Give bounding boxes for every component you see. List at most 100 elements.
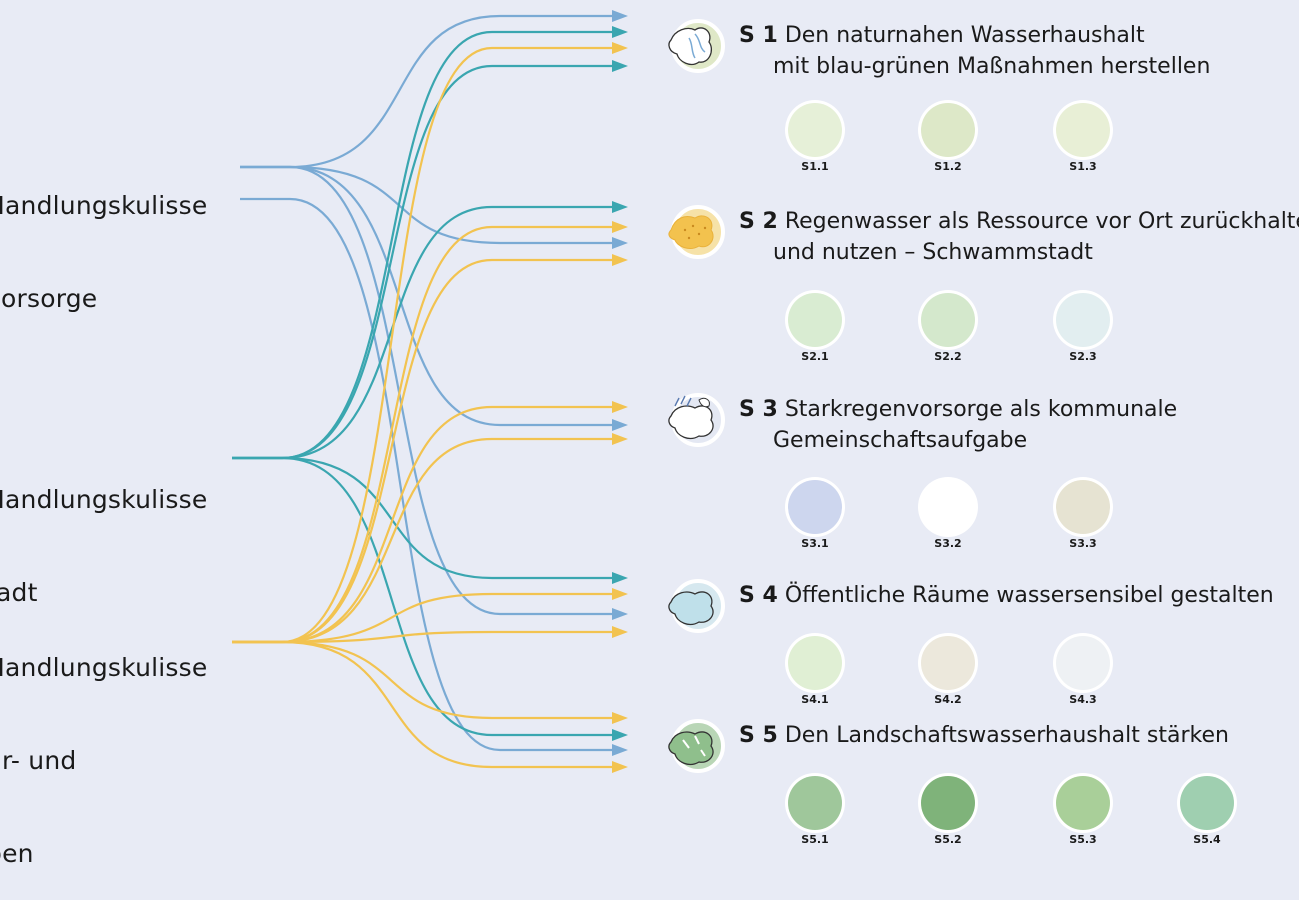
strategy-title-text: Starkregenvorsorge als kommunale	[784, 397, 1178, 422]
flow-line-yellow	[232, 630, 614, 644]
flow-line-yellow	[232, 225, 614, 644]
measure-label: S3.3	[1069, 537, 1097, 550]
measure-s1-1: S1.1	[785, 103, 845, 173]
strategy-code: S 1	[739, 23, 778, 48]
measure-label: S5.1	[801, 833, 829, 846]
flow-line-blue	[240, 197, 614, 752]
flow-line-blue	[240, 14, 614, 169]
flow-arrowhead	[612, 744, 628, 756]
measure-illustration-icon	[1056, 103, 1110, 157]
measure-s2-3: S2.3	[1053, 293, 1113, 363]
flow-line-yellow	[232, 437, 614, 644]
public-space-map-icon	[668, 579, 725, 633]
flow-arrowhead	[612, 729, 628, 741]
measure-s5-3: S5.3	[1053, 776, 1113, 846]
left-label-line2: tadt	[0, 578, 38, 607]
flow-line-blue	[240, 165, 614, 245]
flow-line-yellow	[232, 258, 614, 644]
flow-arrowhead	[612, 26, 628, 38]
measure-s5-1: S5.1	[785, 776, 845, 846]
flow-line-yellow	[232, 46, 614, 644]
strategy-code: S 4	[739, 583, 778, 608]
measure-s4-3: S4.3	[1053, 636, 1113, 706]
left-label-natur: Handlungskulisse ur- und ben	[0, 590, 207, 900]
measure-label: S2.3	[1069, 350, 1097, 363]
measure-illustration-icon	[1180, 776, 1234, 830]
strategy-title-line2: mit blau-grünen Maßnahmen herstellen	[773, 54, 1211, 79]
flow-arrowhead	[612, 572, 628, 584]
flow-line-yellow	[232, 405, 614, 644]
flow-arrowhead	[612, 201, 628, 213]
measure-label: S1.2	[934, 160, 962, 173]
measure-s1-2: S1.2	[918, 103, 978, 173]
measure-label: S4.2	[934, 693, 962, 706]
measure-label: S1.3	[1069, 160, 1097, 173]
flow-line-blue	[240, 165, 614, 427]
flow-arrowhead	[612, 60, 628, 72]
measure-s2-2: S2.2	[918, 293, 978, 363]
measure-s5-2: S5.2	[918, 776, 978, 846]
strategy-title-text: Den Landschaftswasserhaushalt stärken	[784, 723, 1229, 748]
strategy-title: S 4 Öffentliche Räume wassersensibel ges…	[739, 580, 1274, 611]
measure-label: S5.4	[1193, 833, 1221, 846]
measure-label: S1.1	[801, 160, 829, 173]
measure-label: S5.3	[1069, 833, 1097, 846]
strategy-title-line2: Gemeinschaftsaufgabe	[773, 428, 1028, 453]
strategy-title-text: Regenwasser als Ressource vor Ort zurück…	[784, 209, 1299, 234]
flow-arrowhead	[612, 221, 628, 233]
flow-arrowhead	[612, 588, 628, 600]
measure-s4-2: S4.2	[918, 636, 978, 706]
measure-s4-1: S4.1	[785, 636, 845, 706]
flow-arrowhead	[612, 237, 628, 249]
measure-illustration-icon	[788, 480, 842, 534]
flow-line-yellow	[232, 640, 614, 720]
left-label-line1: Handlungskulisse	[0, 485, 208, 514]
flow-arrowhead	[612, 401, 628, 413]
flow-line-teal	[232, 30, 614, 460]
strategy-title: S 5 Den Landschaftswasserhaushalt stärke…	[739, 720, 1229, 751]
measure-s1-3: S1.3	[1053, 103, 1113, 173]
flow-arrowhead	[612, 433, 628, 445]
measure-illustration-icon	[788, 776, 842, 830]
strategy-code: S 5	[739, 723, 778, 748]
measure-illustration-icon	[921, 103, 975, 157]
measure-s3-1: S3.1	[785, 480, 845, 550]
strategy-code: S 3	[739, 397, 778, 422]
left-label-stadt: Handlungskulisse tadt	[0, 422, 207, 639]
measure-illustration-icon	[921, 776, 975, 830]
measure-s5-4: S5.4	[1177, 776, 1237, 846]
strategy-title-text: Den naturnahen Wasserhaushalt	[784, 23, 1145, 48]
flow-arrowhead	[612, 626, 628, 638]
strategy-title: S 3 Starkregenvorsorge als kommunale	[739, 394, 1177, 425]
flow-arrowhead	[612, 761, 628, 773]
left-label-line2: vorsorge	[0, 284, 98, 313]
flow-line-yellow	[232, 640, 614, 769]
measure-s3-2: S3.2	[918, 480, 978, 550]
flow-arrowhead	[612, 42, 628, 54]
measure-illustration-icon	[1056, 480, 1110, 534]
strategy-title: S 1 Den naturnahen Wasserhaushalt	[739, 20, 1145, 51]
left-label-line1: Handlungskulisse	[0, 653, 208, 682]
left-label-line1: Handlungskulisse	[0, 191, 208, 220]
strategy-code: S 2	[739, 209, 778, 234]
strategy-title: S 2 Regenwasser als Ressource vor Ort zu…	[739, 206, 1299, 237]
flow-arrowhead	[612, 254, 628, 266]
measure-illustration-icon	[788, 636, 842, 690]
measure-label: S3.2	[934, 537, 962, 550]
flow-line-teal	[232, 456, 614, 580]
strategy-title-line2: und nutzen – Schwammstadt	[773, 240, 1093, 265]
measure-illustration-icon	[1056, 293, 1110, 347]
measure-label: S3.1	[801, 537, 829, 550]
measure-illustration-icon	[788, 103, 842, 157]
measure-s3-3: S3.3	[1053, 480, 1113, 550]
flow-arrowhead	[612, 419, 628, 431]
flow-line-teal	[232, 64, 614, 460]
measure-illustration-icon	[788, 293, 842, 347]
flow-line-teal	[232, 456, 614, 737]
flow-diagram	[232, 10, 628, 773]
watershed-map-icon	[668, 19, 725, 73]
flow-arrowhead	[612, 10, 628, 22]
measure-label: S4.1	[801, 693, 829, 706]
sponge-city-map-icon	[668, 205, 725, 259]
flow-arrowhead	[612, 712, 628, 724]
